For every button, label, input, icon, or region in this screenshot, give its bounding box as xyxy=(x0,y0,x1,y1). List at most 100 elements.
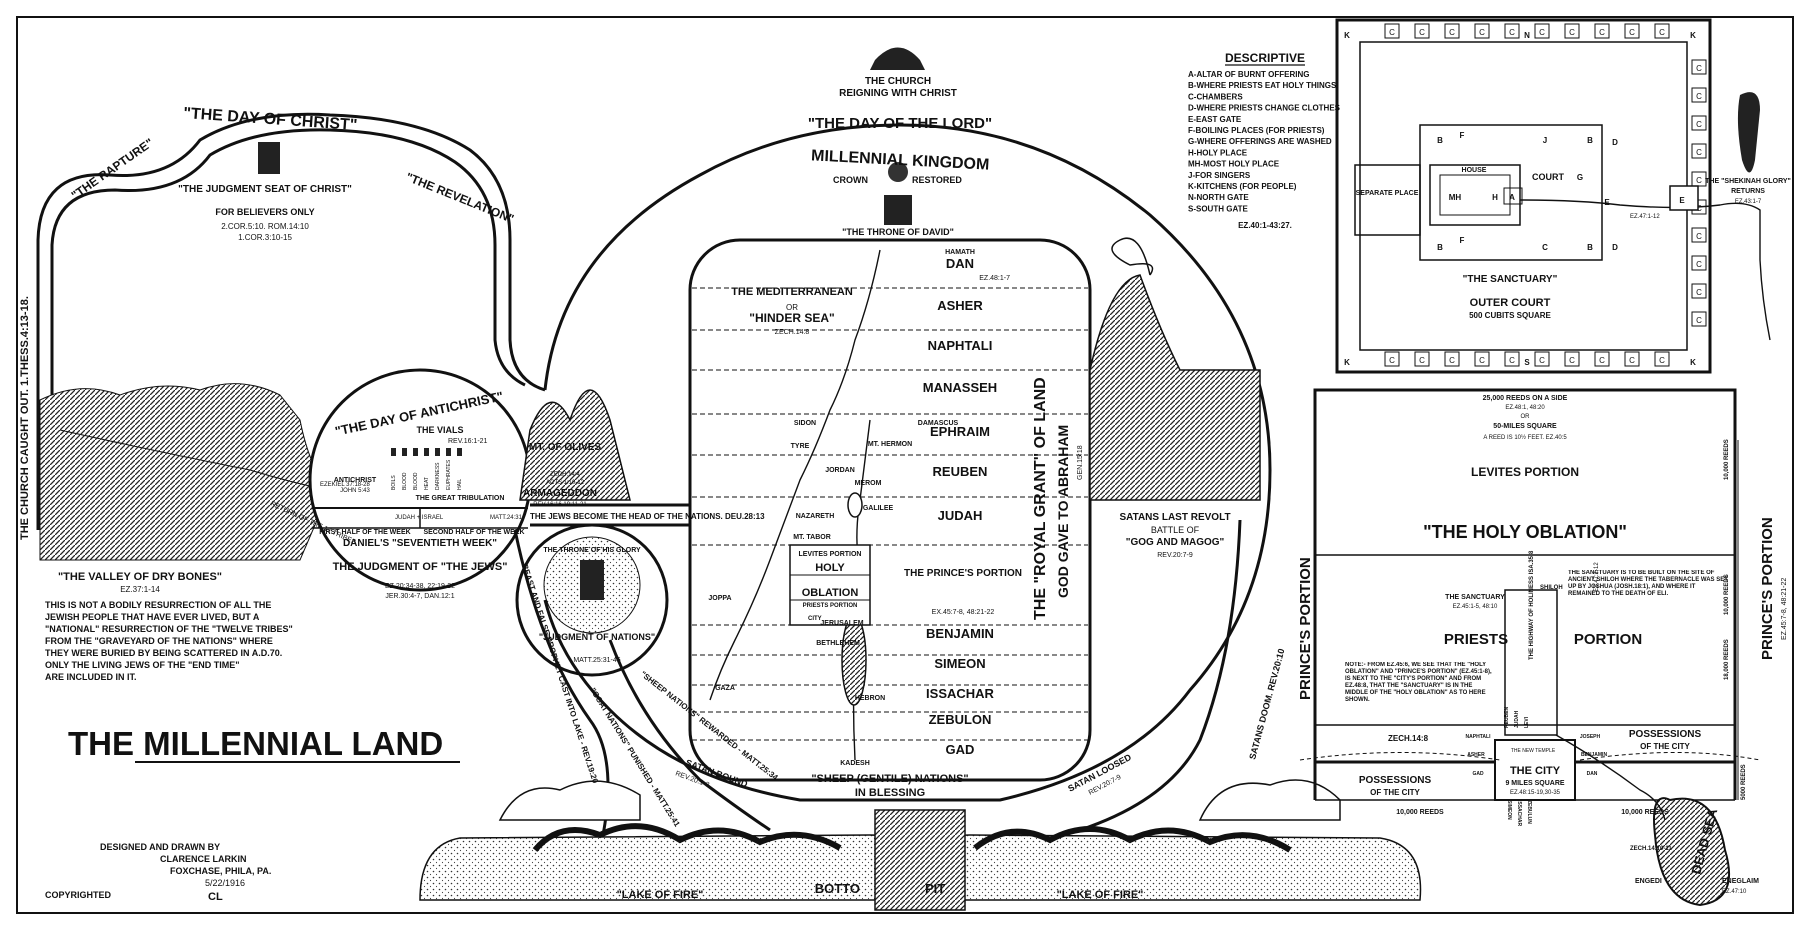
chamber-cell xyxy=(1504,351,1520,367)
chamber-cell xyxy=(1691,59,1707,75)
main-title: THE MILLENNIAL LAND xyxy=(68,725,443,762)
nine-miles-label: 9 MILES SQUARE xyxy=(1505,780,1564,787)
temple-letter: K xyxy=(1344,358,1350,367)
the-city-label: THE CITY xyxy=(1510,765,1561,777)
tribe-label-naphtali: NAPHTALI xyxy=(928,338,993,353)
oblation-sanctuary-label: THE SANCTUARY xyxy=(1445,594,1505,601)
place-label: JOPPA xyxy=(708,595,731,602)
oblation-note-box: NOTE:- FROM EZ.45:6, WE SEE THAT THE "HO… xyxy=(1345,662,1492,703)
valley-note: THIS IS NOT A BODILY RESURRECTION OF ALL… xyxy=(45,600,293,682)
valley-ref-label: EZ.37:1-14 xyxy=(120,585,160,594)
chamber-letter: C xyxy=(1509,356,1515,365)
descriptive-item: F-BOILING PLACES (FOR PRIESTS) xyxy=(1188,126,1325,135)
princes-ref: EZ.45:7-8, 48:21-22 xyxy=(1781,578,1788,640)
reeds-10000-label: 10,000 REEDS xyxy=(1396,809,1444,816)
shekinah-ref: EZ.43:1-7 xyxy=(1735,199,1762,205)
eneglaim-ref: EZ.47:10 xyxy=(1722,889,1747,895)
vial-label: HEAT xyxy=(424,477,430,490)
vials-label: THE VIALS xyxy=(416,425,463,435)
tribe-label-reuben: REUBEN xyxy=(933,464,988,479)
chamber-letter: C xyxy=(1479,28,1485,37)
descriptive-item: S-SOUTH GATE xyxy=(1188,204,1249,213)
judgment-seat-icon xyxy=(258,142,280,174)
bottomless-left-label: BOTTO xyxy=(815,881,860,896)
reigning-label: REIGNING WITH CHRIST xyxy=(839,88,957,99)
temple-letter: K xyxy=(1690,31,1696,40)
chamber-letter: C xyxy=(1659,28,1665,37)
olives-ref2: ACTS 1:10-12 xyxy=(546,480,585,486)
mediterranean-label: THE MEDITERRANEAN xyxy=(731,286,853,298)
antichrist-label: ANTICHRIST xyxy=(334,477,377,484)
church-label: THE CHURCH xyxy=(865,76,931,87)
priests-label: PRIESTS xyxy=(1444,631,1508,648)
chamber-letter: C xyxy=(1449,356,1455,365)
descriptive-item: N-NORTH GATE xyxy=(1188,193,1249,202)
temple-ez-ref: EZ.47:1-12 xyxy=(1630,214,1660,220)
chamber-cell xyxy=(1624,23,1640,39)
note-line: FROM THE "GRAVEYARD OF THE NATIONS" WHER… xyxy=(45,636,273,646)
place-label: NAZARETH xyxy=(796,513,835,520)
the-city-box xyxy=(1494,739,1576,801)
hinder-ref: ZECH.14:8 xyxy=(775,329,810,336)
chamber-letter: C xyxy=(1539,28,1545,37)
note-line: ONLY THE LIVING JEWS OF THE "END TIME" xyxy=(45,660,240,670)
chamber-cell xyxy=(1474,23,1490,39)
vial-label: BOILS xyxy=(391,475,397,490)
vial-label: BLOOD xyxy=(402,472,408,490)
throne-of-david-icon xyxy=(884,195,912,225)
date-label: 5/22/1916 xyxy=(205,878,245,888)
princes-left-label: PRINCE'S PORTION xyxy=(1297,557,1314,700)
chamber-cell xyxy=(1691,115,1707,131)
of-city-right: OF THE CITY xyxy=(1640,742,1690,751)
chamber-cell xyxy=(1654,351,1670,367)
reeds-10000c-label: 10,000 REEDS xyxy=(1724,439,1730,480)
shekinah-label: THE "SHEKINAH GLORY" xyxy=(1705,178,1791,185)
outer-size-label: 500 CUBITS SQUARE xyxy=(1469,311,1551,320)
tribe-label-dan: DAN xyxy=(946,256,974,271)
temple-letter: G xyxy=(1577,173,1583,182)
bottomless-right-label: PIT xyxy=(925,881,945,896)
temple-house xyxy=(1429,164,1521,226)
gen-ref: GEN.15:18 xyxy=(1077,445,1084,480)
seventieth-week-label: DANIEL'S "SEVENTIETH WEEK" xyxy=(343,538,497,549)
chamber-cell xyxy=(1444,23,1460,39)
note-line: THIS IS NOT A BODILY RESURRECTION OF ALL… xyxy=(45,600,271,610)
tribe-labels: DANASHERNAPHTALIMANASSEHEPHRAIMREUBENJUD… xyxy=(923,256,997,757)
temple-letter: H xyxy=(1492,193,1498,202)
outer-frame xyxy=(16,16,1794,914)
lake-fire-right-label: "LAKE OF FIRE" xyxy=(1057,889,1144,901)
tribe-label-asher: ASHER xyxy=(937,298,983,313)
tribe-label-gad: GAD xyxy=(946,742,975,757)
place-label: BETHLEHEM xyxy=(816,640,860,647)
shekinah-glory-icon xyxy=(1737,92,1760,173)
princes-portion-label: THE PRINCE'S PORTION xyxy=(904,568,1022,579)
city-ref: EZ.48:15-19,30-35 xyxy=(1510,790,1561,796)
holy-oblation-label: "THE HOLY OBLATION" xyxy=(1423,522,1627,542)
tribe-label-zebulon: ZEBULON xyxy=(929,712,992,727)
temple-letter: D xyxy=(1612,243,1618,252)
for-believers-label: FOR BELIEVERS ONLY xyxy=(215,207,314,217)
temple-letter: E xyxy=(1604,198,1610,207)
chamber-letter: C xyxy=(1419,28,1425,37)
jews-ref2: JER.30:4-7, DAN.12:1 xyxy=(385,593,454,600)
throne-david-label: "THE THRONE OF DAVID" xyxy=(842,227,954,237)
city-gate-label: NAPHTALI xyxy=(1466,734,1492,740)
great-tribulation-label: THE GREAT TRIBULATION xyxy=(416,495,505,502)
temple-letter: B xyxy=(1437,136,1443,145)
church-caught-label: THE CHURCH CAUGHT OUT. 1.THESS.4:13-18. xyxy=(19,296,31,540)
place-label: GAZA xyxy=(715,685,735,692)
descriptive-item: K-KITCHENS (FOR PEOPLE) xyxy=(1188,182,1297,191)
place-label: DAMASCUS xyxy=(918,420,959,427)
temple-letter: B xyxy=(1437,243,1443,252)
throne-glory-label: THE THRONE OF HIS GLORY xyxy=(543,547,641,554)
lake-of-fire-right xyxy=(934,834,1422,901)
temple-letter: B xyxy=(1587,243,1593,252)
sheep-nations-label: "SHEEP (GENTILE) NATIONS" xyxy=(811,773,968,785)
chamber-cell xyxy=(1624,351,1640,367)
zech14-label: ZECH.14:10-11 xyxy=(1630,846,1672,852)
city-gate-label: GAD xyxy=(1472,771,1484,777)
city-gate-label: REUBEN xyxy=(1504,706,1510,728)
levites-portion-label: LEVITES PORTION xyxy=(1471,465,1579,479)
descriptive-item: C-CHAMBERS xyxy=(1188,92,1243,101)
judgment-refs2-label: 1.COR.3:10-15 xyxy=(238,233,292,242)
